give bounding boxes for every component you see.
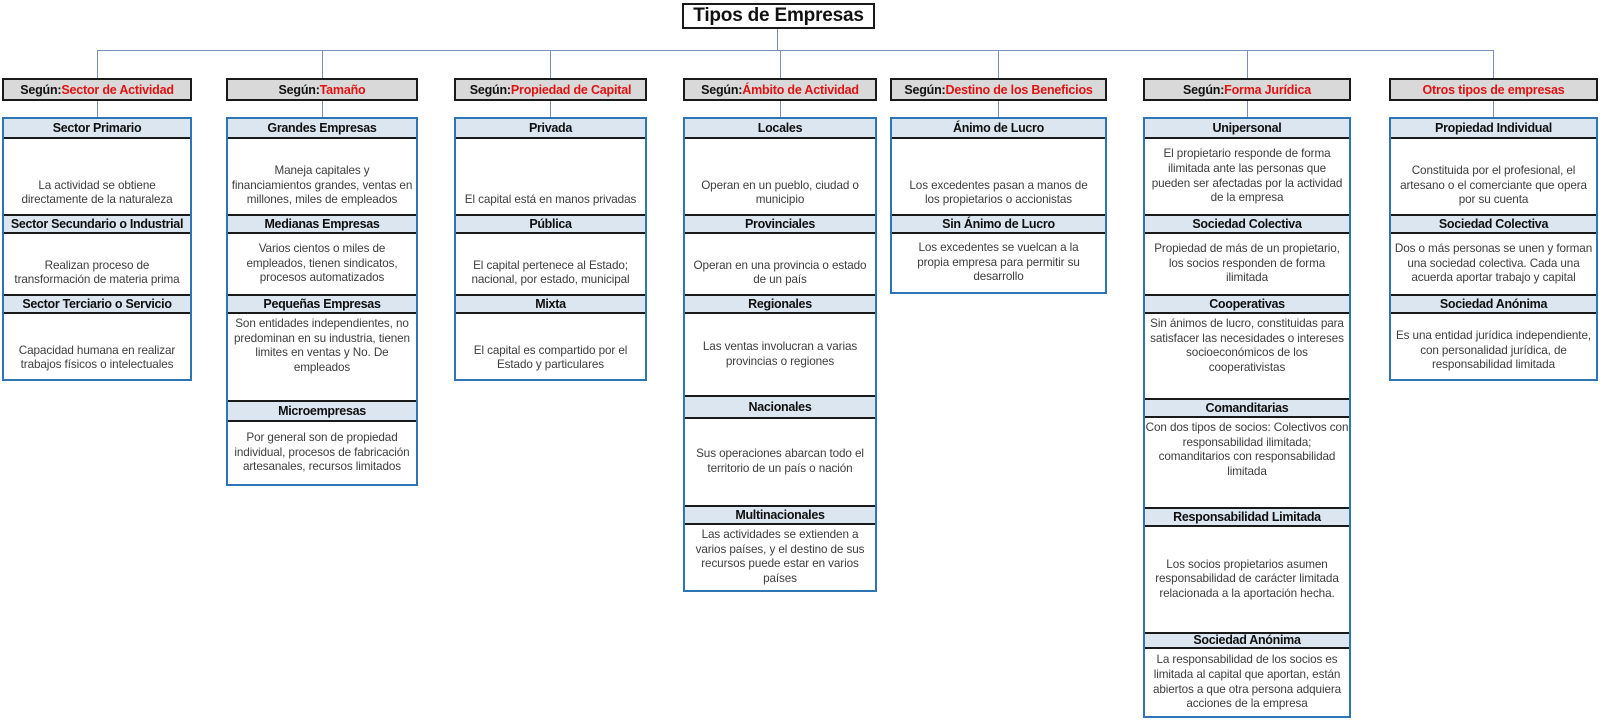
section-title: Comanditarias — [1145, 398, 1349, 418]
connector-drop-6 — [1247, 50, 1248, 78]
category-name: Propiedad de Capital — [510, 82, 632, 97]
section-body: El capital está en manos privadas — [456, 139, 645, 214]
section-body: Con dos tipos de socios: Colectivos con … — [1145, 418, 1349, 507]
section-body: Las ventas involucran a varias provincia… — [685, 314, 875, 395]
column-ambito-de-actividad: Locales Operan en un pueblo, ciudad o mu… — [683, 117, 877, 592]
section-body: El capital pertenece al Estado; nacional… — [456, 234, 645, 294]
section-body: Operan en un pueblo, ciudad o municipio — [685, 139, 875, 214]
section-title: Grandes Empresas — [228, 119, 416, 139]
section-body: La actividad se obtiene directamente de … — [4, 139, 190, 214]
section-title: Unipersonal — [1145, 119, 1349, 139]
section-body: El propietario responde de forma ilimita… — [1145, 139, 1349, 214]
section-title: Medianas Empresas — [228, 214, 416, 234]
section-title: Mixta — [456, 294, 645, 314]
connector-stub-5 — [998, 101, 999, 117]
column-tamano: Grandes Empresas Maneja capitales y fina… — [226, 117, 418, 486]
section-title: Sociedad Anónima — [1145, 632, 1349, 649]
connector-title-drop — [777, 29, 778, 50]
category-prefix: Según: — [469, 82, 511, 97]
category-prefix: Según: — [20, 82, 62, 97]
category-name: Forma Jurídica — [1224, 82, 1311, 97]
connector-stub-3 — [550, 101, 551, 117]
section-title: Sociedad Anónima — [1391, 294, 1596, 314]
category-name: Sector de Actividad — [61, 82, 174, 97]
connector-stub-7 — [1493, 101, 1494, 117]
category-box-forma-juridica: Según: Forma Jurídica — [1143, 78, 1351, 101]
section-title: Sociedad Colectiva — [1145, 214, 1349, 234]
category-prefix: Según: — [701, 82, 743, 97]
connector-drop-1 — [97, 50, 98, 78]
category-name: Ámbito de Actividad — [742, 82, 859, 97]
section-body: Constituida por el profesional, el artes… — [1391, 139, 1596, 214]
section-title: Sociedad Colectiva — [1391, 214, 1596, 234]
category-prefix: Según: — [1183, 82, 1225, 97]
category-prefix: Según: — [278, 82, 320, 97]
section-body: Capacidad humana en realizar trabajos fí… — [4, 314, 190, 379]
section-body: Varios cientos o miles de empleados, tie… — [228, 234, 416, 294]
section-body: Maneja capitales y financiamientos grand… — [228, 139, 416, 214]
section-title: Nacionales — [685, 395, 875, 419]
connector-stub-2 — [322, 101, 323, 117]
section-title: Pequeñas Empresas — [228, 294, 416, 314]
section-title: Locales — [685, 119, 875, 139]
section-body: Sin ánimos de lucro, constituidas para s… — [1145, 314, 1349, 398]
section-body: Propiedad de más de un propietario, los … — [1145, 234, 1349, 294]
connector-trunk — [97, 50, 1493, 51]
section-title: Multinacionales — [685, 505, 875, 525]
connector-drop-7 — [1493, 50, 1494, 78]
connector-stub-6 — [1247, 101, 1248, 117]
section-body: Las actividades se extienden a varios pa… — [685, 525, 875, 590]
column-destino-de-los-beneficios: Ánimo de Lucro Los excedentes pasan a ma… — [890, 117, 1107, 294]
section-body: Sus operaciones abarcan todo el territor… — [685, 419, 875, 505]
section-title: Propiedad Individual — [1391, 119, 1596, 139]
category-box-destino-de-los-beneficios: Según: Destino de los Beneficios — [890, 78, 1107, 101]
column-sector-de-actividad: Sector Primario La actividad se obtiene … — [2, 117, 192, 381]
category-box-otros-tipos-de-empresas: Otros tipos de empresas — [1389, 78, 1598, 101]
category-box-tamano: Según: Tamaño — [226, 78, 418, 101]
category-box-ambito-de-actividad: Según: Ámbito de Actividad — [683, 78, 877, 101]
section-title: Sector Secundario o Industrial — [4, 214, 190, 234]
section-body: Dos o más personas se unen y forman una … — [1391, 234, 1596, 294]
column-propiedad-de-capital: Privada El capital está en manos privada… — [454, 117, 647, 381]
connector-drop-5 — [998, 50, 999, 78]
section-body: Los excedentes pasan a manos de los prop… — [892, 139, 1105, 214]
section-body: Los socios propietarios asumen responsab… — [1145, 527, 1349, 632]
category-name: Otros tipos de empresas — [1422, 82, 1565, 97]
section-body: Los excedentes se vuelcan a la propia em… — [892, 234, 1105, 292]
section-body: Operan en una provincia o estado de un p… — [685, 234, 875, 294]
section-body: El capital es compartido por el Estado y… — [456, 314, 645, 379]
section-body: La responsabilidad de los socios es limi… — [1145, 649, 1349, 716]
section-title: Provinciales — [685, 214, 875, 234]
section-title: Regionales — [685, 294, 875, 314]
section-title: Sin Ánimo de Lucro — [892, 214, 1105, 234]
section-body: Realizan proceso de transformación de ma… — [4, 234, 190, 294]
section-title: Microempresas — [228, 400, 416, 422]
section-title: Pública — [456, 214, 645, 234]
category-prefix: Según: — [904, 82, 946, 97]
category-name: Destino de los Beneficios — [945, 82, 1093, 97]
section-title: Cooperativas — [1145, 294, 1349, 314]
section-title: Ánimo de Lucro — [892, 119, 1105, 139]
section-title: Privada — [456, 119, 645, 139]
section-body: Es una entidad jurídica independiente, c… — [1391, 314, 1596, 379]
column-otros-tipos-de-empresas: Propiedad Individual Constituida por el … — [1389, 117, 1598, 381]
section-title: Sector Primario — [4, 119, 190, 139]
category-box-propiedad-de-capital: Según: Propiedad de Capital — [454, 78, 647, 101]
category-name: Tamaño — [319, 82, 366, 97]
section-title: Sector Terciario o Servicio — [4, 294, 190, 314]
connector-drop-3 — [550, 50, 551, 78]
connector-stub-4 — [780, 101, 781, 117]
section-body: Son entidades independientes, no predomi… — [228, 314, 416, 400]
category-box-sector-de-actividad: Según: Sector de Actividad — [2, 78, 192, 101]
column-forma-juridica: Unipersonal El propietario responde de f… — [1143, 117, 1351, 718]
connector-drop-4 — [780, 50, 781, 78]
connector-drop-2 — [322, 50, 323, 78]
section-title: Responsabilidad Limitada — [1145, 507, 1349, 527]
connector-stub-1 — [97, 101, 98, 117]
section-body: Por general son de propiedad individual,… — [228, 422, 416, 484]
diagram-title: Tipos de Empresas — [682, 3, 875, 29]
